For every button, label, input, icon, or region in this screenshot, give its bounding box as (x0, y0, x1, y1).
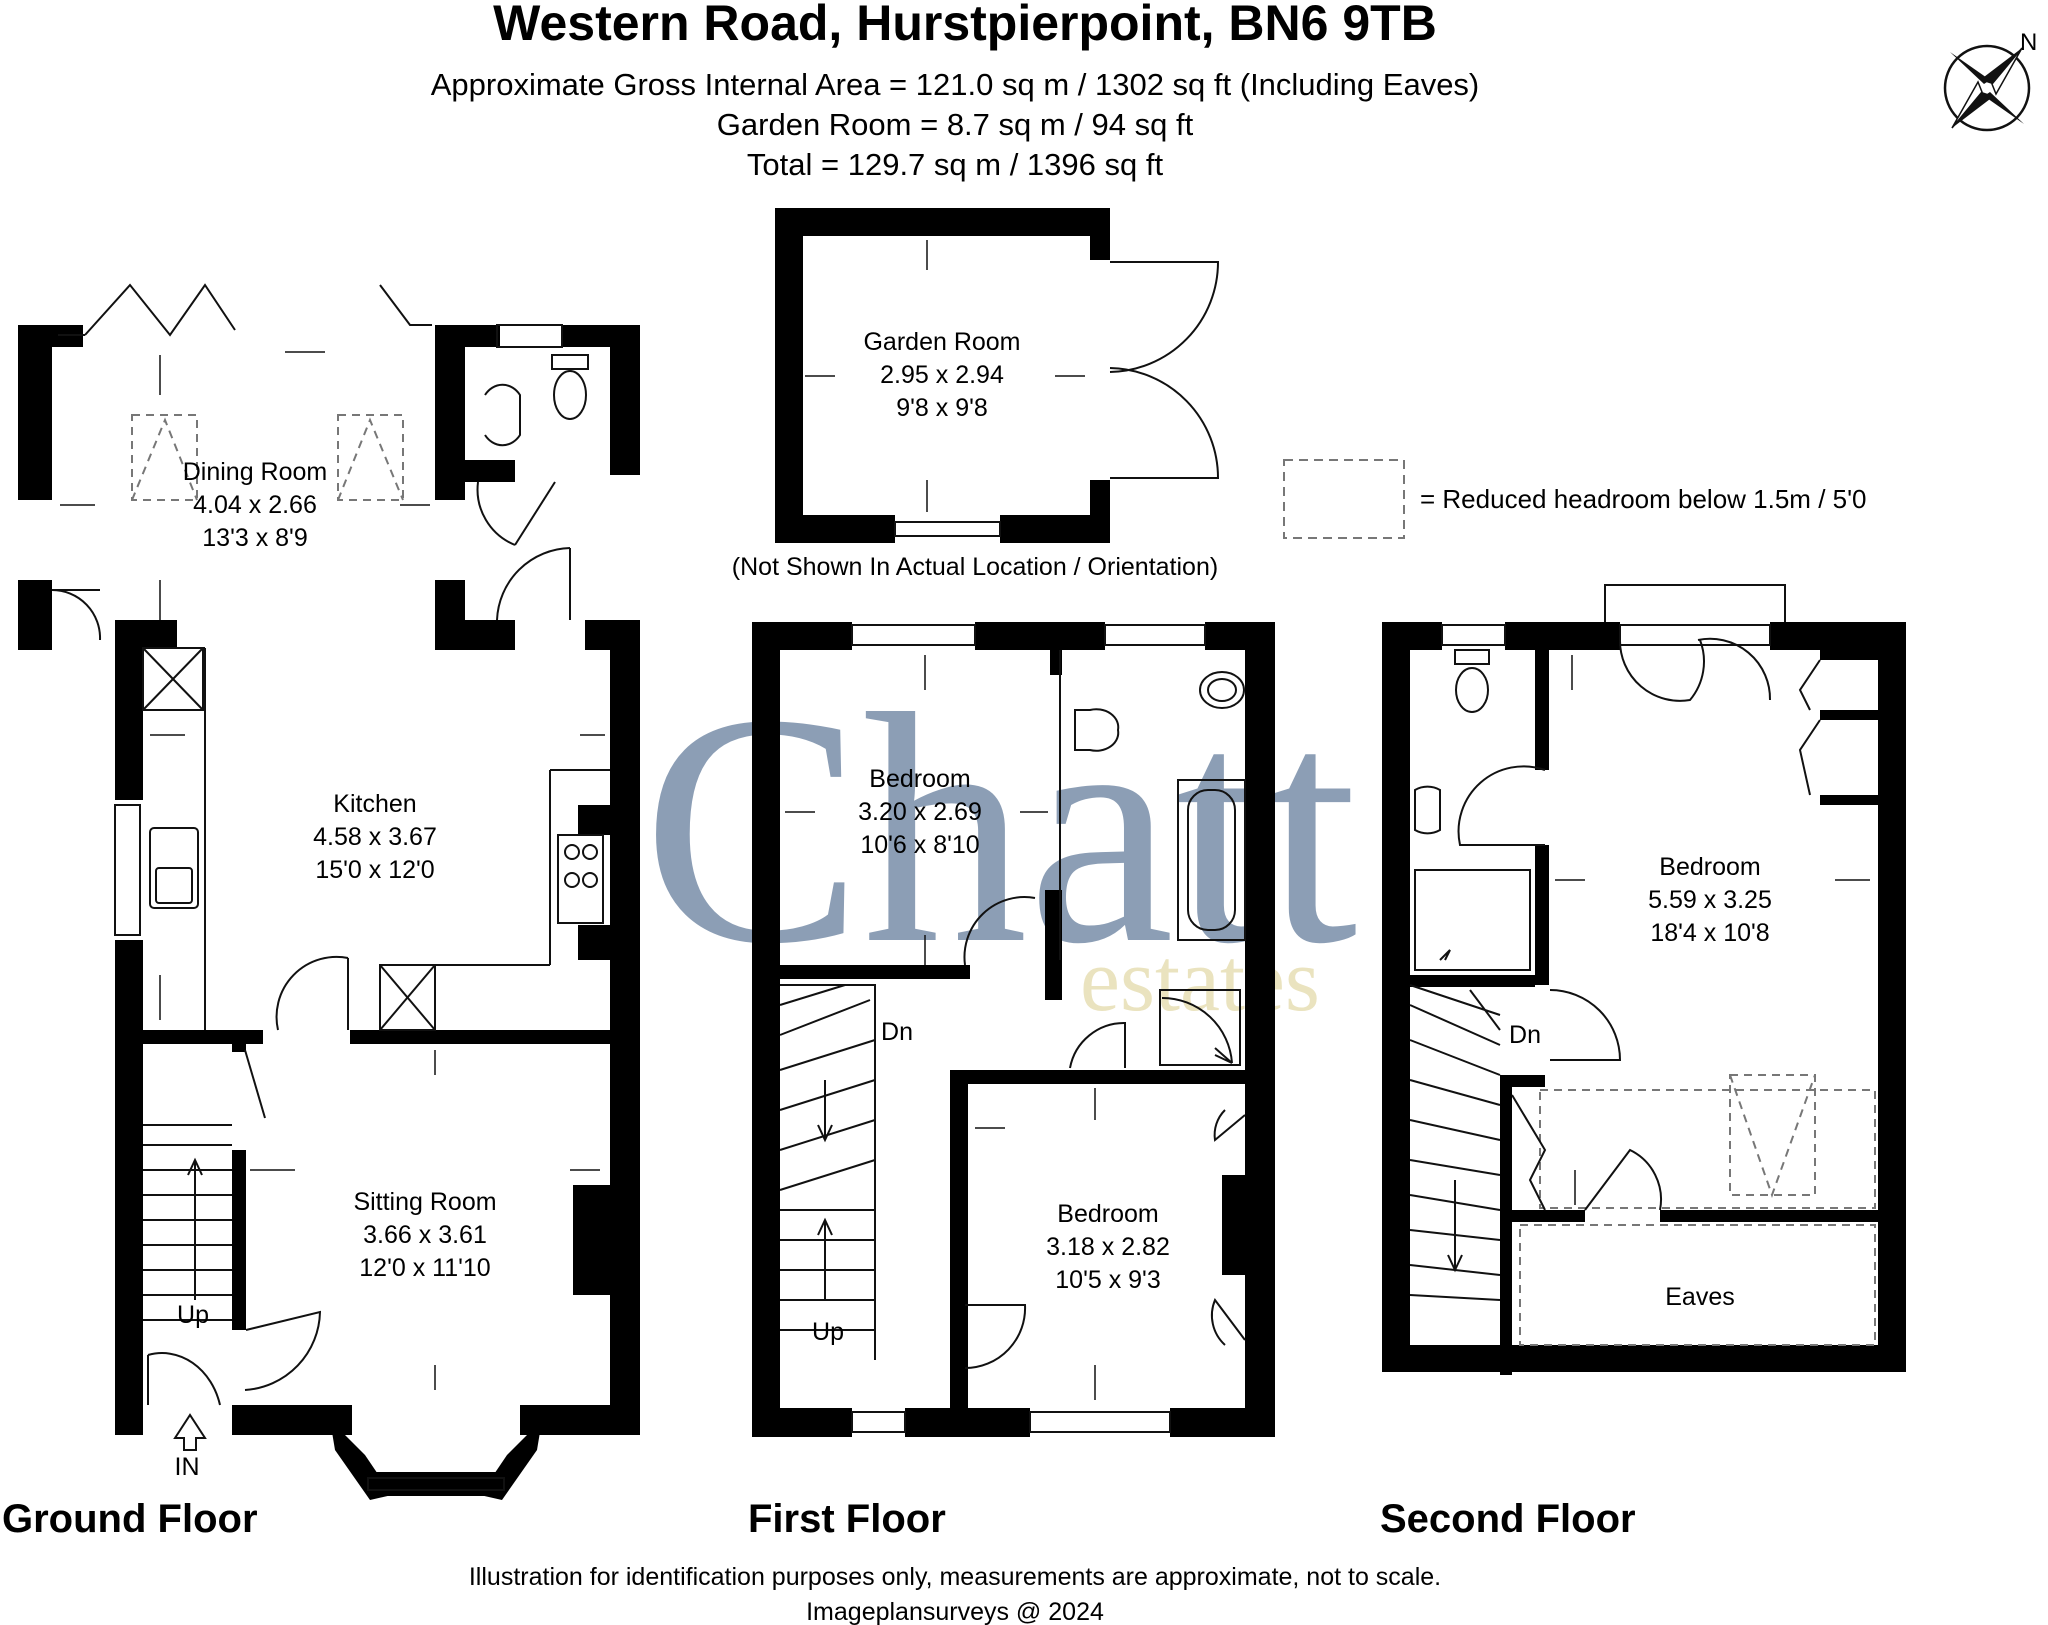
ground-floor-details (51, 283, 610, 1491)
kitchen-name: Kitchen (333, 790, 416, 818)
first-bedroom-imperial: 10'6 x 8'10 (860, 831, 979, 859)
second-floor-details (1409, 584, 1876, 1346)
ground-floor-label: Ground Floor (2, 1497, 258, 1541)
garden-room-metric: 2.95 x 2.94 (880, 361, 1004, 389)
third-bedroom-imperial: 18'4 x 10'8 (1650, 919, 1769, 947)
garden-room-name: Garden Room (863, 328, 1020, 356)
first-stair-up-label: Up (812, 1318, 844, 1346)
second-floor-dimension-arrows (1555, 655, 1870, 1205)
watermark-sub: estates (1080, 931, 1320, 1030)
first-bedroom-name: Bedroom (869, 765, 970, 793)
second-bedroom-metric: 3.18 x 2.82 (1046, 1233, 1170, 1261)
dining-room-metric: 4.04 x 2.66 (193, 491, 317, 519)
area-line-3: Total = 129.7 sq m / 1396 sq ft (747, 147, 1164, 182)
ground-floor-dimension-arrows (60, 351, 605, 1390)
first-floor-dimension-arrows (785, 655, 1096, 1400)
compass-label: N (2020, 29, 2037, 56)
compass-icon: N (1943, 29, 2037, 132)
first-floor-details (779, 624, 1246, 1433)
garden-room-details (894, 261, 1220, 537)
entrance-label: IN (175, 1453, 200, 1481)
kitchen-imperial: 15'0 x 12'0 (315, 856, 434, 884)
garden-dimension-arrows (805, 240, 1085, 512)
plan-title: Western Road, Hurstpierpoint, BN6 9TB (493, 0, 1437, 51)
second-stair-down-label: Dn (1509, 1021, 1541, 1049)
dining-room-imperial: 13'3 x 8'9 (202, 524, 307, 552)
first-stair-down-label: Dn (881, 1018, 913, 1046)
second-floor-plan (1382, 622, 1906, 1375)
area-line-1: Approximate Gross Internal Area = 121.0 … (431, 67, 1480, 102)
first-floor-plan (752, 622, 1275, 1437)
legend-text: = Reduced headroom below 1.5m / 5'0 (1420, 484, 1867, 514)
disclaimer-text: Illustration for identification purposes… (469, 1563, 1441, 1591)
third-bedroom-metric: 5.59 x 3.25 (1648, 886, 1772, 914)
sitting-room-imperial: 12'0 x 11'10 (359, 1254, 490, 1282)
ground-stair-up-label: Up (177, 1301, 209, 1329)
third-bedroom-name: Bedroom (1659, 853, 1760, 881)
reduced-headroom-swatch (1283, 459, 1405, 539)
second-bedroom-name: Bedroom (1057, 1200, 1158, 1228)
sitting-room-name: Sitting Room (353, 1188, 496, 1216)
sitting-room-metric: 3.66 x 3.61 (363, 1221, 487, 1249)
second-floor-label: Second Floor (1380, 1497, 1636, 1541)
garden-room-plan (775, 208, 1110, 543)
second-bedroom-imperial: 10'5 x 9'3 (1055, 1266, 1160, 1294)
copyright-text: Imageplansurveys @ 2024 (806, 1598, 1104, 1625)
ground-floor-plan (18, 325, 640, 1500)
eaves-label: Eaves (1665, 1283, 1734, 1311)
kitchen-metric: 4.58 x 3.67 (313, 823, 437, 851)
dining-room-name: Dining Room (183, 458, 328, 486)
area-line-2: Garden Room = 8.7 sq m / 94 sq ft (717, 107, 1194, 142)
garden-room-note: (Not Shown In Actual Location / Orientat… (732, 553, 1218, 581)
first-bedroom-metric: 3.20 x 2.69 (858, 798, 982, 826)
garden-room-imperial: 9'8 x 9'8 (896, 394, 988, 422)
first-floor-label: First Floor (748, 1497, 946, 1541)
